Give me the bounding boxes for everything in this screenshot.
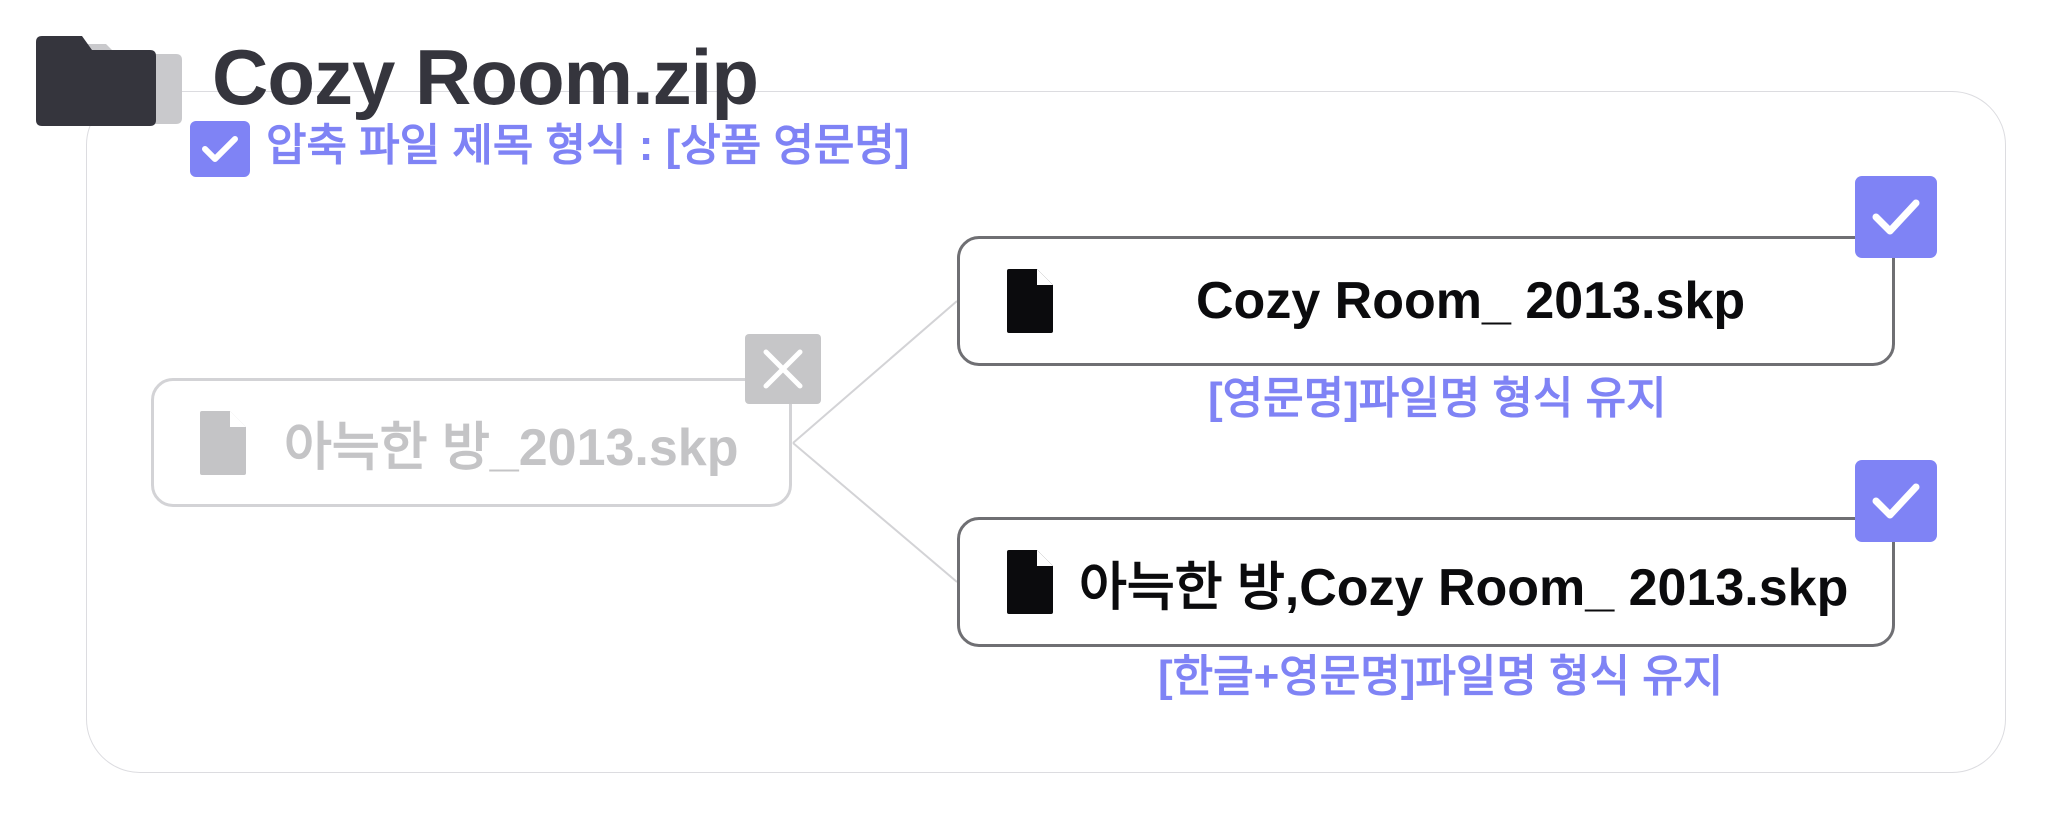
file-icon	[1007, 550, 1053, 614]
target-file-name-1: Cozy Room_ 2013.skp	[1196, 272, 1746, 330]
header-option-checkbox[interactable]	[190, 121, 250, 177]
file-icon	[1007, 269, 1053, 333]
target-file-card-1: Cozy Room_ 2013.skp	[957, 236, 1895, 366]
target-file-card-2: 아늑한 방,Cozy Room_ 2013.skp	[957, 517, 1895, 647]
archive-container	[86, 91, 2006, 773]
checkmark-icon	[1872, 199, 1920, 235]
target-file-check-2	[1855, 460, 1937, 542]
target-file-check-1	[1855, 176, 1937, 258]
archive-title: Cozy Room.zip	[212, 33, 759, 121]
file-icon	[200, 410, 246, 475]
source-file-rejected-badge	[745, 334, 821, 404]
close-icon	[763, 349, 803, 389]
checkmark-icon	[202, 136, 238, 162]
header-option-label: 압축 파일 제목 형식 : [상품 영문명]	[266, 121, 910, 170]
target-caption-1: [영문명]파일명 형식 유지	[1208, 374, 1667, 423]
folder-icon	[36, 36, 182, 126]
target-file-name-2: 아늑한 방,Cozy Room_ 2013.skp	[1079, 558, 1849, 617]
source-file-card: 아늑한 방_2013.skp	[151, 378, 792, 507]
target-caption-2: [한글+영문명]파일명 형식 유지	[1158, 652, 1724, 701]
source-file-name: 아늑한 방_2013.skp	[284, 419, 739, 477]
checkmark-icon	[1872, 483, 1920, 519]
